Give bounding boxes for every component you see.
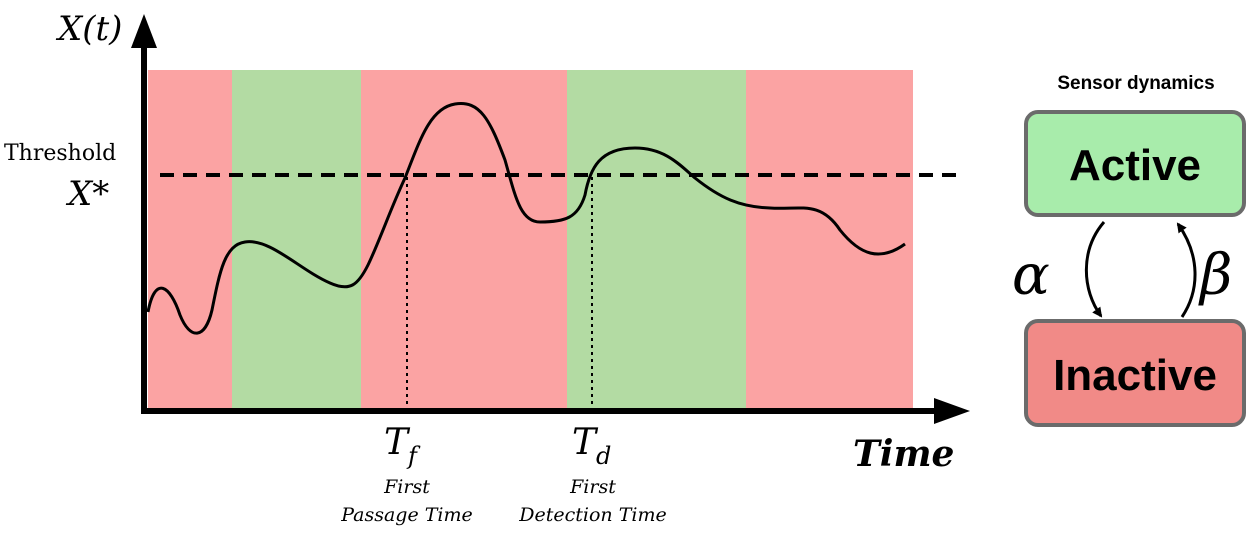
inactive-state-label: Inactive (1053, 351, 1217, 400)
active-state-label: Active (1069, 141, 1201, 190)
sensor-title: Sensor dynamics (1057, 73, 1214, 94)
threshold-symbol: X* (65, 174, 109, 214)
passage-time-caption-1: First (383, 476, 430, 498)
detection-time-subscript: d (596, 442, 611, 470)
activation-arrow (1176, 222, 1197, 318)
deactivation-rate: α (1012, 243, 1050, 308)
band-inactive-1 (148, 70, 232, 411)
inactive-state-box (1024, 319, 1246, 427)
deactivation-arrow (1084, 221, 1106, 318)
band-inactive-3 (746, 70, 913, 411)
detection-time-caption-1: First (569, 476, 616, 498)
threshold-label: Threshold (4, 141, 116, 166)
active-state-box (1024, 110, 1246, 217)
band-active-2 (567, 70, 746, 411)
detection-time-symbol: Td (572, 422, 611, 470)
trajectory-curve (146, 102, 906, 335)
passage-time-subscript: f (406, 442, 421, 470)
detection-time-caption-2: Detection Time (518, 504, 666, 526)
x-axis-label: Time (853, 433, 954, 475)
x-axis-arrowhead (934, 398, 970, 424)
state-bands (148, 70, 913, 411)
band-inactive-2 (361, 70, 567, 411)
passage-time-symbol: Tf (384, 422, 421, 470)
y-axis-arrowhead (131, 14, 157, 48)
y-axis-label: X(t) (55, 9, 122, 49)
activation-rate: β (1198, 243, 1232, 308)
passage-time-caption-2: Passage Time (340, 504, 473, 526)
